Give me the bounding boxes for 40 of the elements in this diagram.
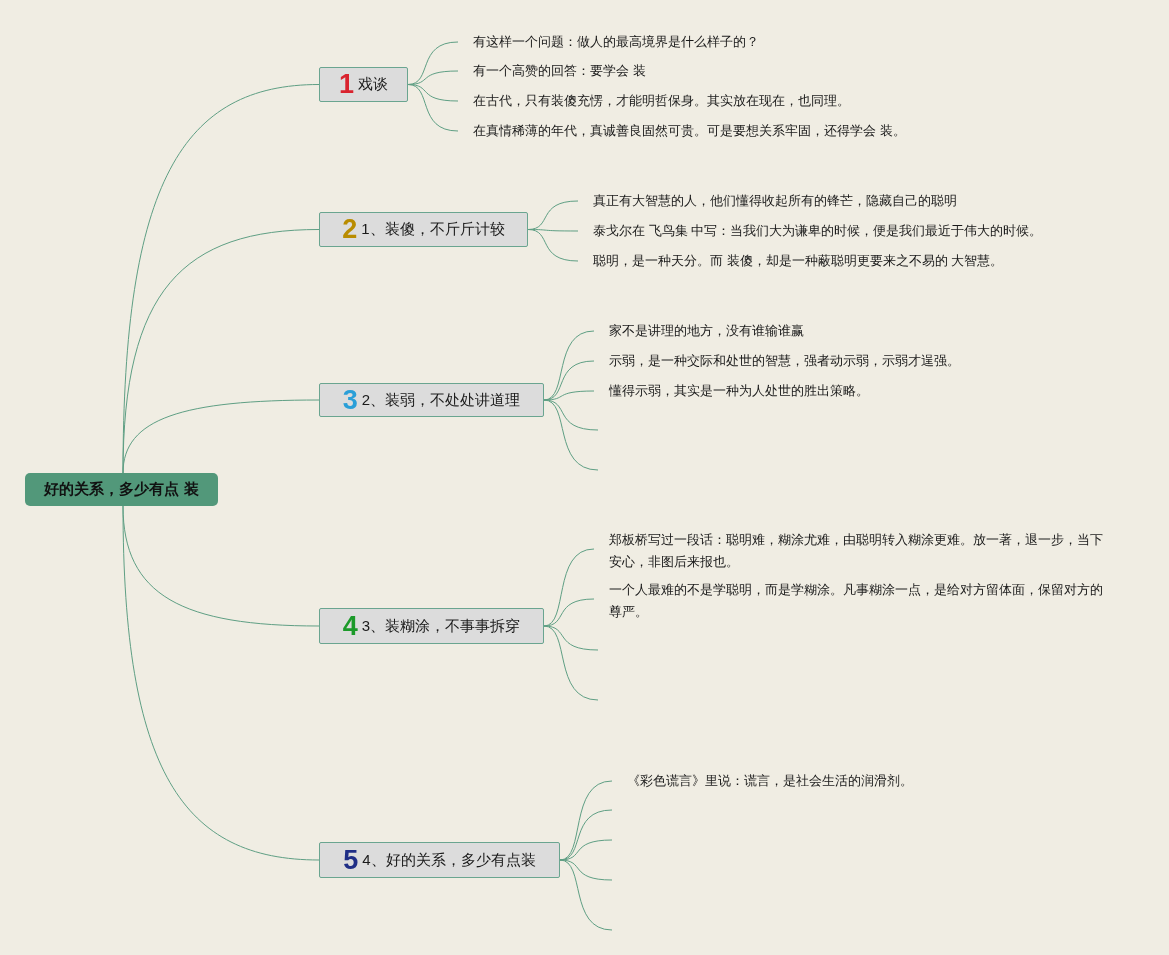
topic-label: 戏谈 (358, 75, 388, 94)
topic-box (319, 67, 408, 102)
connector-line (559, 859, 613, 881)
topic-box (319, 608, 544, 644)
connector-line (543, 625, 599, 701)
note-text: 有这样一个问题：做人的最高境界是什么样子的？ (458, 31, 958, 53)
note-text: 泰戈尔在 飞鸟集 中写：当我们大为谦卑的时候，便是我们最近于伟大的时候。 (578, 220, 1118, 242)
connector-line (122, 505, 320, 861)
connector-line (543, 625, 599, 651)
note-text: 聪明，是一种天分。而 装傻，却是一种蔽聪明更要来之不易的 大智慧。 (578, 250, 1098, 272)
connector-line (543, 399, 599, 431)
topic-label: 4、好的关系，多少有点装 (362, 850, 536, 870)
topic-label: 3、装糊涂，不事事拆穿 (361, 616, 521, 636)
topic-box (319, 842, 560, 878)
note-text: 有一个高赞的回答：要学会 装 (458, 60, 958, 82)
note-text: 在真情稀薄的年代，真诚善良固然可贵。可是要想关系牢固，还得学会 装。 (458, 120, 978, 142)
step-number: 2 (342, 216, 358, 243)
connector-line (122, 229, 320, 474)
note-text: 《彩色谎言》里说：谎言，是社会生活的润滑剂。 (612, 770, 1062, 792)
connector-line (559, 859, 613, 931)
topic-label: 2、装弱，不处处讲道理 (361, 390, 521, 410)
connector-line (527, 229, 579, 262)
note-text: 懂得示弱，其实是一种为人处世的胜出策略。 (594, 380, 1044, 402)
step-number: 1 (339, 71, 354, 98)
note-text: 郑板桥写过一段话：聪明难，糊涂尤难，由聪明转入糊涂更难。放一著，退一步，当下安心，非图后来报也。 (594, 529, 1104, 573)
connector-line (543, 399, 599, 471)
note-text: 真正有大智慧的人，他们懂得收起所有的锋芒，隐藏自己的聪明 (578, 190, 1098, 212)
note-text: 一个人最难的不是学聪明，而是学糊涂。凡事糊涂一点，是给对方留体面，保留对方的尊严。 (594, 579, 1104, 623)
topic-label: 1、装傻，不斤斤计较 (361, 220, 505, 239)
connector-line (407, 84, 459, 132)
connector-line (122, 399, 320, 474)
note-text: 示弱，是一种交际和处世的智慧，强者动示弱，示弱才逞强。 (594, 350, 1044, 372)
topic-box (319, 383, 544, 417)
central-topic-box: 好的关系，多少有点 装 (25, 473, 218, 506)
step-number: 4 (342, 612, 358, 640)
step-number: 5 (343, 846, 359, 874)
topic-box (319, 212, 528, 247)
note-text: 在古代，只有装傻充愣，才能明哲保身。其实放在现在，也同理。 (458, 90, 958, 112)
note-text: 家不是讲理的地方，没有谁输谁赢 (594, 320, 1044, 342)
step-number: 3 (342, 386, 358, 414)
